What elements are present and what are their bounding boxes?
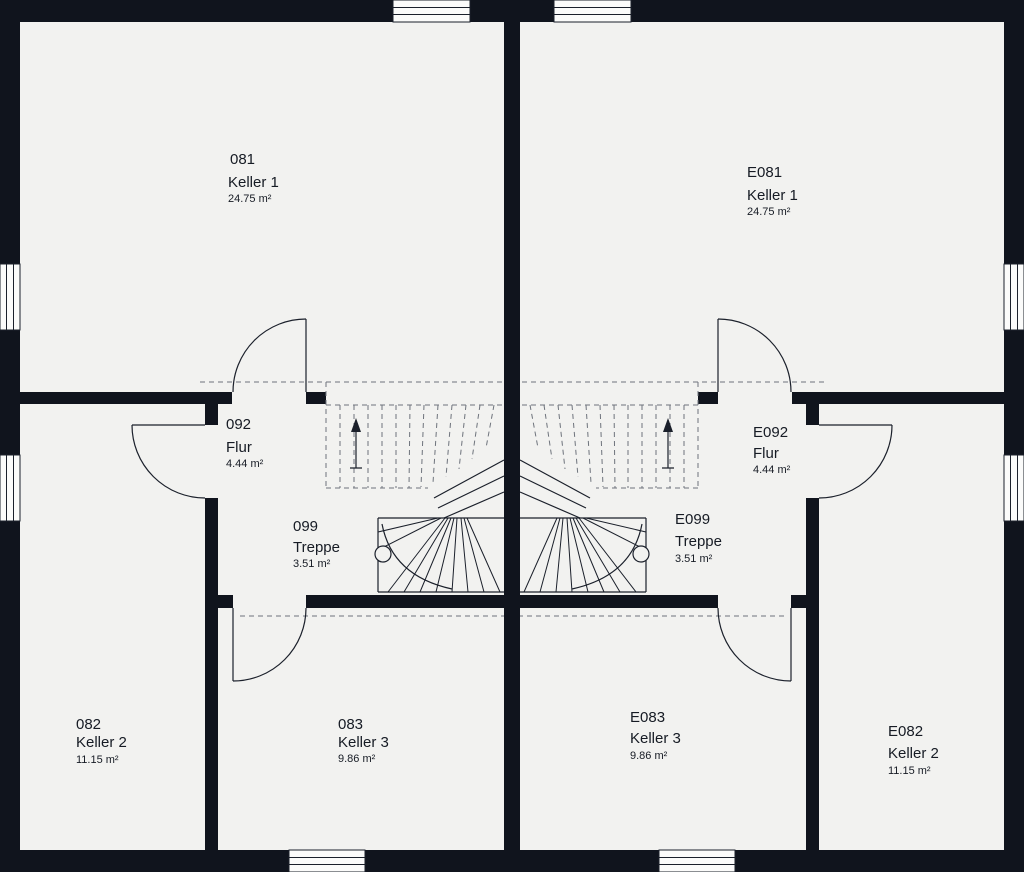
room-e092-area: 4.44 m² <box>753 464 791 476</box>
interior-walls <box>20 22 1004 850</box>
stair-left <box>200 381 505 617</box>
window-right-middle <box>1003 454 1024 522</box>
wall-seg <box>306 392 326 404</box>
window-top-right <box>553 0 632 23</box>
window-left-upper <box>0 263 21 331</box>
room-e099-id: E099 <box>675 511 710 528</box>
stair-newel-post <box>374 545 392 563</box>
room-082-name: Keller 2 <box>76 734 127 751</box>
room-e082-name: Keller 2 <box>888 745 939 762</box>
room-083-name: Keller 3 <box>338 734 389 751</box>
wall-seg <box>791 595 806 608</box>
stair-direction-arrow <box>350 426 362 469</box>
window-bottom-left <box>288 849 366 872</box>
party-wall <box>504 22 520 850</box>
wall-seg <box>205 498 218 850</box>
room-e081-area: 24.75 m² <box>747 206 791 218</box>
room-e083-name: Keller 3 <box>630 730 681 747</box>
door-keller2-left <box>131 424 206 499</box>
room-e099-name: Treppe <box>675 533 722 550</box>
room-e083-area: 9.86 m² <box>630 750 668 762</box>
wall-seg <box>20 392 232 404</box>
room-092-name: Flur <box>226 439 252 456</box>
room-081-id: 081 <box>230 151 255 168</box>
room-e082-id: E082 <box>888 723 923 740</box>
room-099-area: 3.51 m² <box>293 558 331 570</box>
wall-seg <box>205 392 218 425</box>
room-e082-area: 11.15 m² <box>888 765 931 777</box>
door-keller1-right <box>717 318 792 393</box>
wall-seg <box>806 392 819 425</box>
room-e083-id: E083 <box>630 709 665 726</box>
wall-seg <box>806 498 819 850</box>
room-092-id: 092 <box>226 416 251 433</box>
room-099-id: 099 <box>293 518 318 535</box>
room-081-area: 24.75 m² <box>228 193 272 205</box>
wall-seg <box>698 392 718 404</box>
wall-seg <box>520 595 718 608</box>
wall-seg <box>792 392 1004 404</box>
door-keller3-right <box>717 607 792 682</box>
room-e081-name: Keller 1 <box>747 187 798 204</box>
doors <box>131 318 893 682</box>
room-083-id: 083 <box>338 716 363 733</box>
wall-seg <box>306 595 504 608</box>
room-e081-id: E081 <box>747 164 782 181</box>
door-keller3-left <box>232 607 307 682</box>
room-labels: 081 Keller 1 24.75 m² E081 Keller 1 24.7… <box>76 151 939 777</box>
wall-seg <box>218 595 233 608</box>
room-082-area: 11.15 m² <box>76 754 119 766</box>
window-top-left <box>392 0 471 23</box>
door-keller1-left <box>232 318 307 393</box>
window-right-upper <box>1003 263 1024 331</box>
door-keller2-right <box>818 424 893 499</box>
window-bottom-right <box>658 849 736 872</box>
room-e099-area: 3.51 m² <box>675 553 713 565</box>
room-e092-name: Flur <box>753 445 779 462</box>
room-081-name: Keller 1 <box>228 174 279 191</box>
room-099-name: Treppe <box>293 539 340 556</box>
room-092-area: 4.44 m² <box>226 458 264 470</box>
window-left-middle <box>0 454 21 522</box>
room-e092-id: E092 <box>753 424 788 441</box>
room-083-area: 9.86 m² <box>338 753 376 765</box>
room-082-id: 082 <box>76 716 101 733</box>
